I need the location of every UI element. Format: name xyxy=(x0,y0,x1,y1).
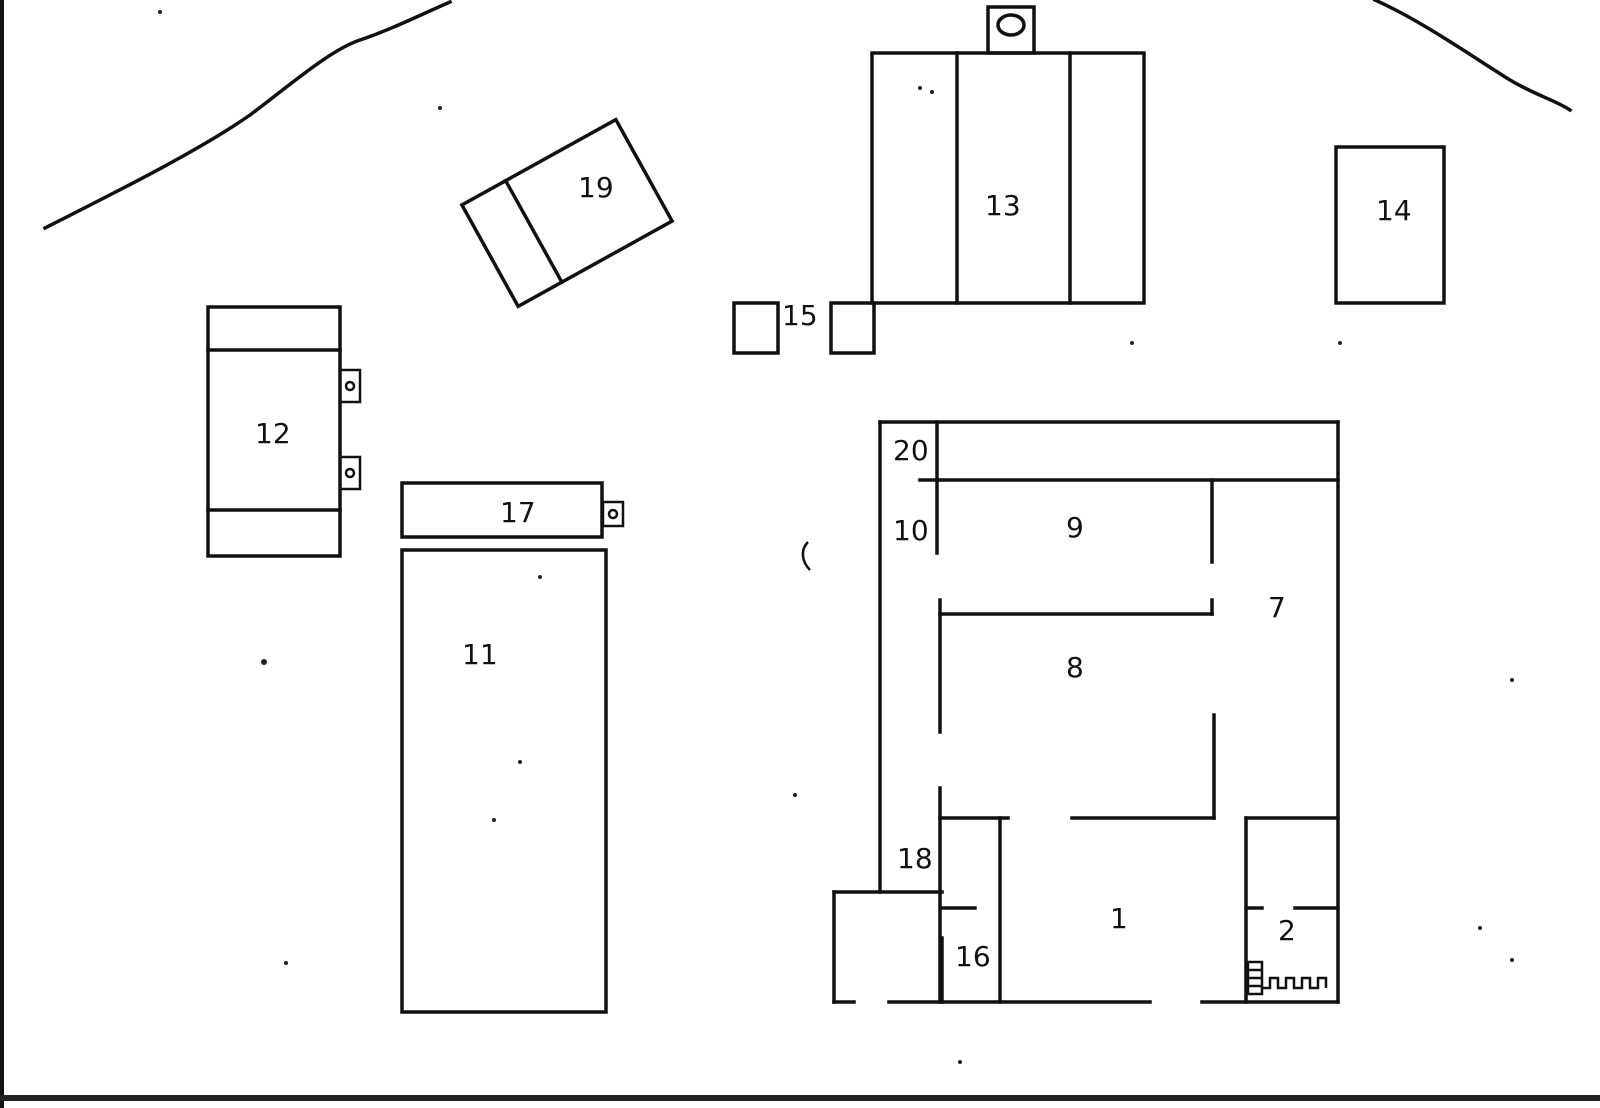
label-9: 9 xyxy=(1066,511,1084,544)
label-20: 20 xyxy=(893,434,929,467)
building-15 xyxy=(732,301,876,355)
label-12: 12 xyxy=(255,417,291,450)
label-17: 17 xyxy=(500,496,536,529)
terrain-line-left xyxy=(42,0,453,231)
scan-noise xyxy=(158,10,1514,1064)
label-1: 1 xyxy=(1110,902,1128,935)
main-building xyxy=(801,420,1340,1004)
label-19: 19 xyxy=(578,171,614,204)
label-16: 16 xyxy=(955,940,991,973)
label-14: 14 xyxy=(1376,194,1412,227)
label-13: 13 xyxy=(985,189,1021,222)
terrain-line-right xyxy=(1372,0,1573,113)
building-14 xyxy=(1334,145,1446,305)
label-10: 10 xyxy=(893,514,929,547)
building-11 xyxy=(400,548,608,1014)
building-17 xyxy=(400,481,625,539)
label-7: 7 xyxy=(1268,591,1286,624)
label-15: 15 xyxy=(782,299,818,332)
label-18: 18 xyxy=(897,842,933,875)
building-13 xyxy=(870,5,1146,305)
label-8: 8 xyxy=(1066,651,1084,684)
label-2: 2 xyxy=(1278,914,1296,947)
label-11: 11 xyxy=(462,638,498,671)
building-19 xyxy=(459,117,675,309)
building-12 xyxy=(206,305,362,558)
